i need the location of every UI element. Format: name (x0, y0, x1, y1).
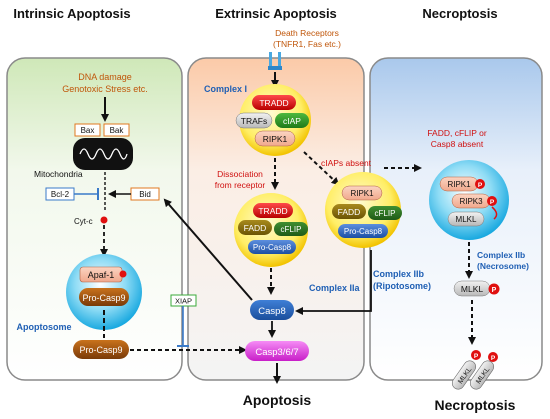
apaf1-label: Apaf-1 (88, 270, 115, 280)
mlkl-phospho-badge (488, 283, 500, 295)
ripk1-label: RIPK1 (263, 134, 288, 144)
mlkl-oligomer-phospho-b: P (491, 355, 496, 362)
necro-ripk3-label: RIPK3 (459, 197, 483, 206)
iia-tradd-label: TRADD (258, 206, 287, 216)
iia-cflip-pill (274, 222, 308, 236)
iib-ripk1-label: RIPK1 (350, 189, 374, 198)
procasp9-outer-label: Pro-Casp9 (79, 345, 122, 355)
necro-condition-line2: Casp8 absent (431, 139, 484, 149)
heading-extrinsic: Extrinsic Apoptosis (215, 6, 337, 21)
iib-procasp8-label: Pro-Casp8 (344, 227, 383, 236)
procasp9-outer-pill (73, 340, 129, 359)
iia-tradd-pill (253, 203, 293, 218)
procasp9-inner-pill (79, 288, 129, 306)
casp367-label: Casp3/6/7 (255, 347, 298, 358)
casp8-label: Casp8 (258, 306, 285, 317)
casp367-pill (245, 341, 309, 361)
mlkl-phospho-label: P (492, 287, 497, 294)
tradd-label: TRADD (259, 98, 288, 108)
necroptosis-outcome: Necroptosis (435, 397, 516, 413)
mitochondria-label: Mitochondria (34, 169, 83, 179)
iib-procasp8-pill (338, 224, 388, 238)
phospho-transfer-curve (491, 206, 498, 220)
tradd-pill (252, 95, 296, 110)
iib-cflip-label: cFLIP (375, 209, 396, 218)
trafs-label: TRAFs (241, 116, 267, 126)
bid-label: Bid (139, 190, 151, 199)
iia-procasp8-label: Pro-Casp8 (253, 243, 292, 252)
iib-to-casp8-arrow (295, 250, 372, 315)
receptor-line1: Death Receptors (275, 28, 339, 38)
necro-mlkl-pill (447, 211, 485, 227)
necrosome-label-line2: (Necrosome) (477, 261, 529, 271)
necro-ripk1-phospho-badge (475, 179, 485, 189)
iib-ripk1-pill (341, 185, 383, 201)
ciap-label: cIAP (283, 116, 301, 126)
stimulus-line2: Genotoxic Stress etc. (62, 84, 148, 94)
ciaps-absent-label: cIAPs absent (321, 158, 372, 168)
xiap-label: XIAP (175, 297, 192, 306)
casp8-pill (250, 300, 294, 320)
complex2b-label-line1: Complex IIb (373, 269, 425, 279)
iia-cflip-label: cFLIP (281, 225, 302, 234)
bcl2-label: Bcl-2 (51, 190, 70, 199)
bak-box (103, 123, 130, 137)
necro-condition-line1: FADD, cFLIP or (427, 128, 487, 138)
mlkl-label: MLKL (461, 284, 483, 294)
apoptosome-label: Apoptosome (17, 322, 72, 332)
iia-fadd-pill (238, 220, 272, 235)
apoptosis-outcome: Apoptosis (243, 392, 312, 408)
iib-fadd-label: FADD (338, 207, 361, 217)
heading-necroptosis: Necroptosis (422, 6, 497, 21)
trafs-pill (235, 112, 273, 129)
necro-mlkl-label: MLKL (456, 215, 477, 224)
complex2a-label: Complex IIa (309, 283, 361, 293)
complex2b-label-line2: (Ripotosome) (373, 281, 431, 291)
bax-label: Bax (81, 126, 95, 135)
ciap-pill (275, 113, 309, 128)
necro-ripk1-phospho-label: P (478, 182, 483, 189)
heading-intrinsic: Intrinsic Apoptosis (13, 6, 130, 21)
bak-label: Bak (110, 126, 125, 135)
necrosome-label-line1: Complex IIb (477, 250, 525, 260)
necro-ripk1-label: RIPK1 (447, 180, 471, 189)
dissociation-line1: Dissociation (217, 169, 263, 179)
bax-box (74, 123, 101, 137)
ciaps-absent-arrow (303, 151, 340, 186)
iia-procasp8-pill (248, 240, 296, 254)
casp8-to-bid-arrow (163, 198, 253, 301)
receptor-line2: (TNFR1, Fas etc.) (273, 39, 341, 49)
cytc-dot (100, 216, 108, 224)
complex1-label: Complex I (204, 84, 247, 94)
necro-ripk3-phospho-label: P (490, 199, 495, 206)
procasp9-inner-label: Pro-Casp9 (82, 293, 125, 303)
mitochondria-icon (73, 138, 133, 170)
dissociation-line2: from receptor (215, 180, 266, 190)
cytc-label: Cyt-c (74, 217, 93, 226)
ripk1-pill (254, 130, 296, 147)
iia-fadd-label: FADD (244, 223, 267, 233)
iib-cflip-pill (368, 206, 402, 220)
mlkl-oligomer-phospho-a: P (474, 353, 479, 360)
death-receptor-icon (268, 52, 282, 70)
necro-ripk3-phospho-badge (487, 196, 497, 206)
iib-fadd-pill (332, 204, 366, 219)
stimulus-line1: DNA damage (78, 72, 132, 82)
apaf1-cytc-dot (119, 270, 127, 278)
